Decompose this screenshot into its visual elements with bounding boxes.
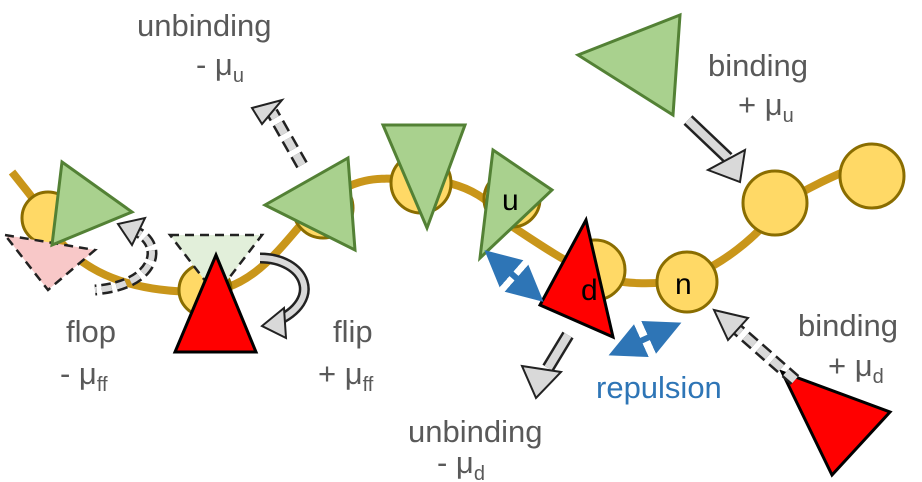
label-unbinding-u: unbinding - μu <box>137 8 271 87</box>
red-protein-flipped <box>172 251 259 354</box>
svg-text:flip: flip <box>333 314 373 349</box>
arrow-binding-d-head <box>712 308 750 342</box>
label-flop: flop - μff <box>60 314 116 396</box>
bead-n <box>655 250 719 314</box>
repulsion-arrow-left <box>484 250 544 302</box>
arrow-unbinding-d-head <box>520 364 564 400</box>
svg-text:binding: binding <box>708 48 808 83</box>
label-binding-u: binding + μu <box>708 48 808 127</box>
flop-arrow-head <box>116 216 147 248</box>
svg-text:+ μff: + μff <box>318 356 374 396</box>
green-protein-u <box>478 147 555 262</box>
label-unbinding-d: unbinding - μd <box>408 414 542 482</box>
arrow-binding-u-head <box>705 148 747 184</box>
label-binding-d: binding + μd <box>798 308 898 388</box>
red-protein-d <box>537 215 616 340</box>
svg-text:- μd: - μd <box>437 445 485 482</box>
bead <box>838 142 906 210</box>
green-protein-left <box>50 159 136 248</box>
free-red-protein <box>779 369 893 478</box>
ghost-red-protein <box>2 233 98 292</box>
bead-u-label: u <box>502 184 519 217</box>
flip-arrow-head <box>260 305 288 340</box>
free-green-protein <box>574 12 682 118</box>
svg-text:- μu: - μu <box>196 47 244 87</box>
svg-text:+ μu: + μu <box>738 87 794 127</box>
svg-text:flop: flop <box>66 314 116 349</box>
chain-backbone <box>8 156 872 297</box>
svg-text:- μff: - μff <box>60 356 108 396</box>
label-repulsion: repulsion <box>596 370 722 405</box>
bead <box>741 169 809 237</box>
bead-n-label: n <box>675 268 692 301</box>
svg-text:binding: binding <box>798 308 898 343</box>
svg-text:+ μd: + μd <box>828 348 884 388</box>
solid-arrows <box>520 115 747 400</box>
green-protein <box>261 155 357 253</box>
green-protein <box>380 123 468 233</box>
label-flip: flip + μff <box>318 314 374 396</box>
bead-d-label: d <box>581 274 598 307</box>
repulsion-arrow-right <box>608 320 682 358</box>
svg-text:unbinding: unbinding <box>137 8 271 43</box>
dashed-arrows <box>250 98 800 385</box>
svg-text:unbinding: unbinding <box>408 414 542 449</box>
arrow-unbinding-u-head <box>250 98 285 126</box>
